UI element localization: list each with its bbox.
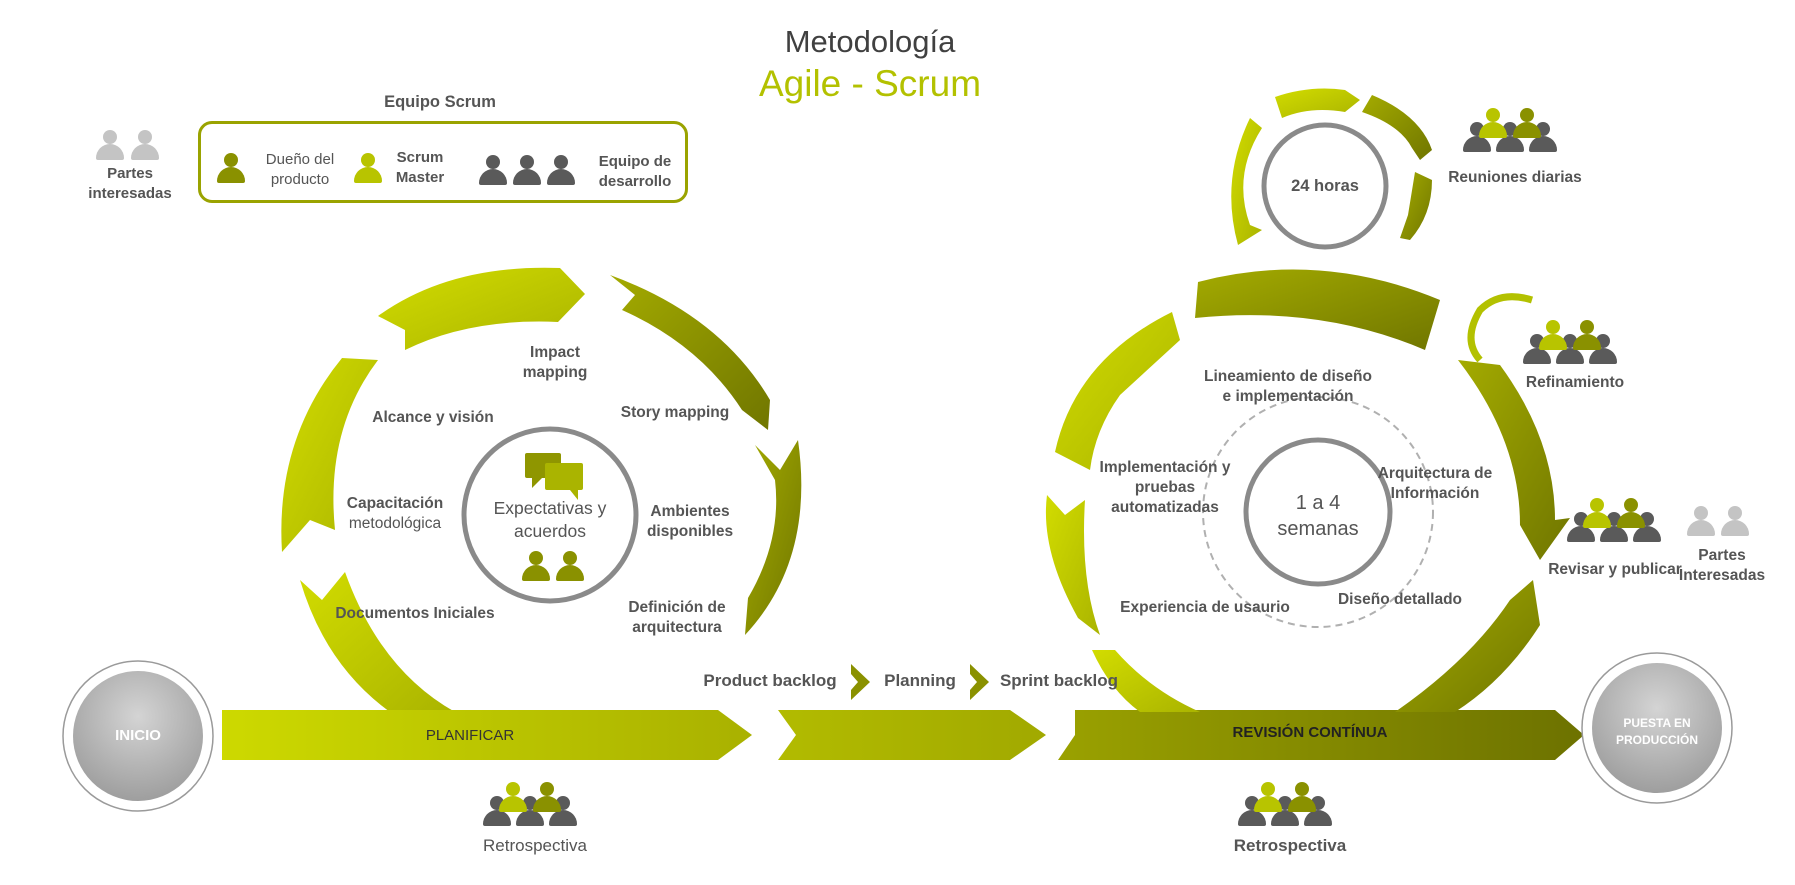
sprint-center-label: 1 a 4 semanas <box>1277 492 1359 540</box>
daily-person-icon <box>1512 108 1542 138</box>
item-implementation: Implementación y pruebas automatizadas <box>1099 459 1231 516</box>
planning-label: Planning <box>884 671 956 690</box>
stakeholder-icon <box>1686 506 1716 536</box>
review-person-icon <box>1616 498 1646 528</box>
item-scope-vision: Alcance y visión <box>372 409 494 426</box>
band-planificar <box>222 710 752 760</box>
retro-person-icon <box>1287 782 1317 812</box>
chat-bubbles-icon <box>525 453 583 500</box>
team-title: Equipo Scrum <box>384 93 496 111</box>
sprint-center-circle <box>1243 437 1393 587</box>
item-impact-mapping: Impact mapping <box>522 344 588 381</box>
item-detailed-design: Diseño detallado <box>1337 591 1463 608</box>
chevron-icon <box>851 664 870 700</box>
stakeholder-icon <box>1720 506 1750 536</box>
item-user-experience: Experiencia de usaurio <box>1120 599 1290 616</box>
retro-right-label: Retrospectiva <box>1233 836 1347 855</box>
arc-bottom-left <box>300 572 455 712</box>
refinement-person-icon <box>1522 334 1552 364</box>
sprint-dashed-ring <box>1202 396 1434 628</box>
product-owner-label: Dueño del producto <box>265 151 335 188</box>
band-review-label: REVISIÓN CONTÍNUA <box>1232 724 1388 741</box>
arc-top-right <box>610 275 770 430</box>
daily-label: Reuniones diarias <box>1448 169 1582 186</box>
start-circle <box>73 671 203 801</box>
review-publish-label: Revisar y publicar <box>1548 561 1682 578</box>
arc-daily-top-right <box>1362 95 1432 160</box>
dev-icon <box>478 155 508 185</box>
item-training: Capacitación <box>346 495 444 512</box>
item-training-sub: metodológica <box>348 515 442 532</box>
item-initial-docs: Documentos Iniciales <box>335 605 495 622</box>
retro-left-label: Retrospectiva <box>483 836 587 855</box>
planning-cycle-arcs <box>281 267 802 712</box>
item-design-guidelines: Lineamiento de diseño e implementación <box>1204 368 1372 405</box>
product-backlog-label: Product backlog <box>703 671 837 690</box>
arc-sprint-top <box>1195 269 1440 350</box>
phase-bands <box>222 710 1584 760</box>
end-circle <box>1592 663 1722 793</box>
dev-team-label: Equipo de desarrollo <box>598 153 672 190</box>
dev-icon <box>546 155 576 185</box>
arc-daily-left <box>1231 118 1262 245</box>
sprint-backlog-label: Sprint backlog <box>999 671 1119 690</box>
refinement-loop <box>1467 293 1534 363</box>
review-person-icon <box>1632 512 1662 542</box>
refinement-person-icon <box>1572 320 1602 350</box>
dev-icon <box>512 155 542 185</box>
item-architecture: Definición de arquitectura <box>628 599 726 636</box>
arc-left <box>281 358 378 552</box>
retro-person-icon <box>1253 782 1283 812</box>
product-owner-icon <box>216 153 246 183</box>
stakeholder-icon <box>130 130 160 160</box>
page-title: Metodología <box>784 24 956 59</box>
planning-center-label: Expectativas y acuerdos <box>493 498 607 541</box>
stakeholders-right-label: Partes Interesadas <box>1678 547 1766 584</box>
stakeholder-icon <box>95 130 125 160</box>
scrum-master-label: Scrum Master <box>395 149 445 186</box>
daily-center-circle <box>1261 122 1389 250</box>
arc-right <box>745 440 802 635</box>
arc-daily-right <box>1400 172 1432 240</box>
band-middle <box>778 710 1046 760</box>
item-environments: Ambientes disponibles <box>646 503 734 540</box>
daily-cycle-arcs <box>1231 88 1432 245</box>
stakeholders-label: Partes interesadas <box>88 165 172 202</box>
item-info-architecture: Arquitectura de Información <box>1377 465 1493 502</box>
scrum-master-icon <box>353 153 383 183</box>
person-icon <box>521 551 551 581</box>
start-label: INICIO <box>115 727 161 744</box>
arc-top-left <box>378 267 585 350</box>
page-subtitle: Agile - Scrum <box>758 63 982 104</box>
chevron-icon <box>970 664 989 700</box>
arc-sprint-left <box>1045 495 1100 635</box>
review-person-icon <box>1582 498 1612 528</box>
daily-center-label: 24 horas <box>1291 177 1359 195</box>
arc-sprint-bottom-right <box>1395 580 1540 712</box>
arc-sprint-right <box>1458 360 1570 560</box>
team-box <box>198 121 688 203</box>
end-label: PUESTA EN PRODUCCIÓN <box>1615 716 1698 747</box>
person-icon <box>555 551 585 581</box>
refinement-person-icon <box>1538 320 1568 350</box>
retro-person-icon <box>498 782 528 812</box>
refinement-label: Refinamiento <box>1525 374 1625 391</box>
item-story-mapping: Story mapping <box>620 404 730 421</box>
daily-person-icon <box>1478 108 1508 138</box>
band-revision <box>1058 710 1584 760</box>
arc-sprint-upper-left <box>1055 312 1180 470</box>
planning-center-circle <box>461 426 639 604</box>
arc-daily-top <box>1275 88 1360 118</box>
arc-sprint-bottom-left <box>1092 650 1200 712</box>
band-plan-label: PLANIFICAR <box>425 727 515 744</box>
retro-person-icon <box>532 782 562 812</box>
sprint-cycle-arcs <box>1045 269 1570 712</box>
